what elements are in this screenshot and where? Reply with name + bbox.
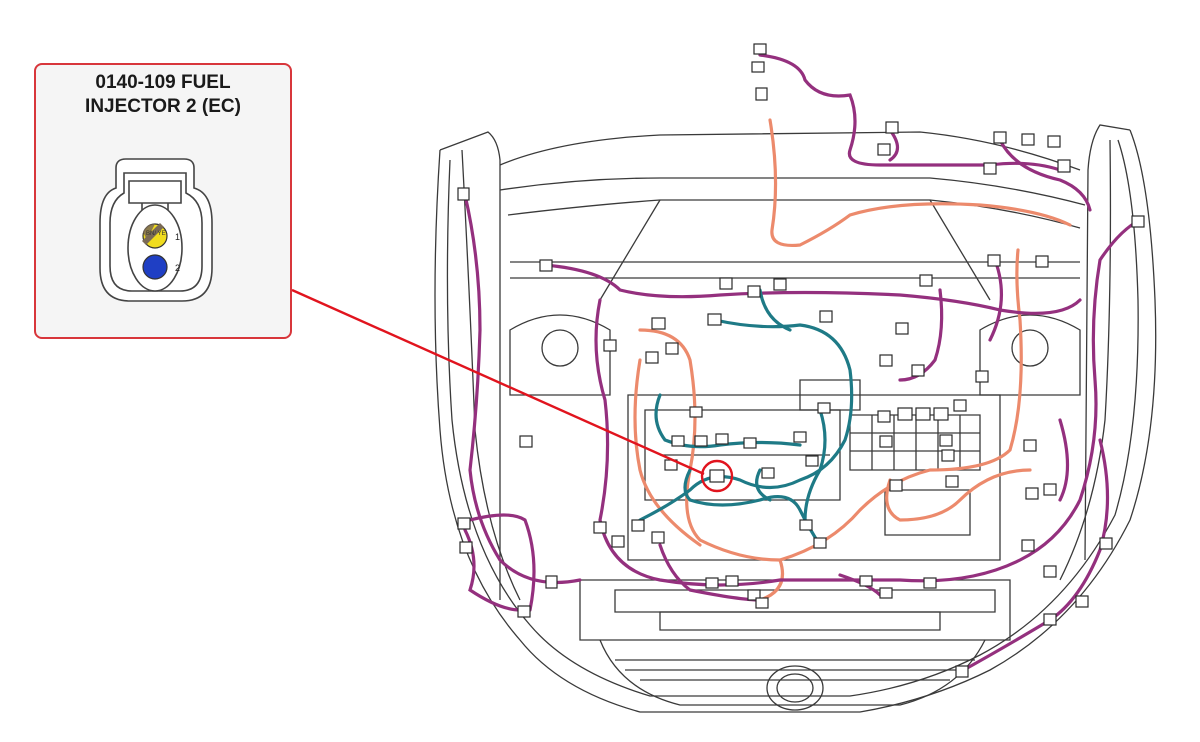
connector-title-line1: 0140-109 FUEL [95,72,231,93]
connector-face-diagram: BN/ YE 1 2 [99,158,213,302]
vehicle-outline [434,124,1157,713]
harness-purple [463,53,1142,674]
injector-2-location [700,459,734,493]
pin-1-wire-tag: BN/ YE [146,231,166,237]
pin-1: BN/ YE 1 [142,223,180,249]
leader-line [291,288,705,476]
connector-title: 0140-109 FUEL INJECTOR 2 (EC) [36,71,290,119]
connector-callout: 0140-109 FUEL INJECTOR 2 (EC) BN/ YE 1 [34,63,292,339]
harness-connectors [457,43,1145,678]
harness-teal [638,288,854,547]
pin-2: 2 [142,254,180,280]
pin-2-number: 2 [175,263,180,273]
pin-1-number: 1 [175,232,180,242]
highlight-ring [700,459,734,493]
harness-salmon [633,118,1072,602]
connector-title-line2: INJECTOR 2 (EC) [85,96,241,117]
